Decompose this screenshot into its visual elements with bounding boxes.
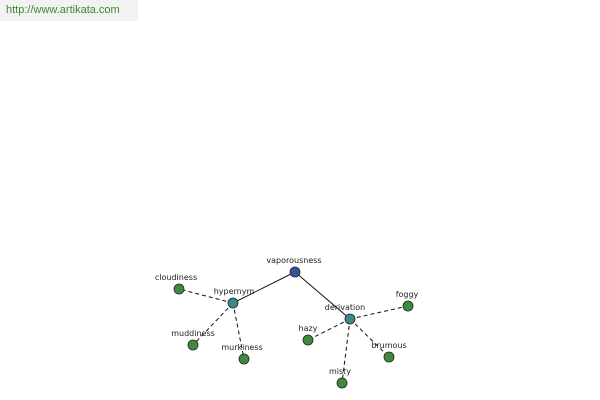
node-murkiness[interactable]: murkiness	[221, 343, 263, 365]
node-circle-cloudiness[interactable]	[173, 283, 185, 295]
node-circle-muddiness[interactable]	[187, 339, 199, 351]
node-label-brumous: brumous	[371, 341, 406, 350]
node-label-hazy: hazy	[299, 324, 318, 333]
node-label-hypernym: hypernym	[214, 287, 255, 296]
node-circle-murkiness[interactable]	[238, 353, 250, 365]
edge-derivation-hazy	[307, 318, 351, 341]
edge-hypernym-cloudiness	[178, 288, 234, 304]
node-muddiness[interactable]: muddiness	[171, 329, 215, 351]
node-label-vaporousness: vaporousness	[266, 256, 321, 265]
node-circle-brumous[interactable]	[383, 351, 395, 363]
site-url[interactable]: http://www.artikata.com	[0, 0, 138, 21]
node-circle-hypernym[interactable]	[227, 297, 239, 309]
edge-hypernym-muddiness	[192, 302, 234, 346]
edge-derivation-foggy	[349, 305, 409, 320]
edge-vaporousness-derivation	[294, 271, 351, 320]
edge-vaporousness-hypernym	[232, 271, 296, 304]
node-label-cloudiness: cloudiness	[155, 273, 197, 282]
edge-hypernym-murkiness	[232, 302, 245, 360]
node-label-misty: misty	[329, 367, 351, 376]
node-misty[interactable]: misty	[329, 367, 351, 389]
node-circle-hazy[interactable]	[302, 334, 314, 346]
node-foggy[interactable]: foggy	[396, 290, 419, 312]
node-label-muddiness: muddiness	[171, 329, 215, 338]
node-circle-misty[interactable]	[336, 377, 348, 389]
edge-derivation-misty	[341, 318, 351, 384]
edges-layer	[178, 271, 409, 384]
node-circle-derivation[interactable]	[344, 313, 356, 325]
node-label-foggy: foggy	[396, 290, 419, 299]
node-label-murkiness: murkiness	[221, 343, 262, 352]
node-derivation[interactable]: derivation	[325, 303, 365, 325]
node-brumous[interactable]: brumous	[371, 341, 407, 363]
node-label-derivation: derivation	[325, 303, 365, 312]
node-vaporousness[interactable]: vaporousness	[266, 256, 322, 278]
node-cloudiness[interactable]: cloudiness	[155, 273, 197, 295]
edge-derivation-brumous	[349, 318, 390, 358]
nodes-layer: vaporousness hypernym derivation cloudiness…	[155, 256, 419, 389]
node-hazy[interactable]: hazy	[299, 324, 318, 346]
node-circle-foggy[interactable]	[402, 300, 414, 312]
node-hypernym[interactable]: hypernym	[214, 287, 255, 309]
node-circle-vaporousness[interactable]	[289, 266, 301, 278]
